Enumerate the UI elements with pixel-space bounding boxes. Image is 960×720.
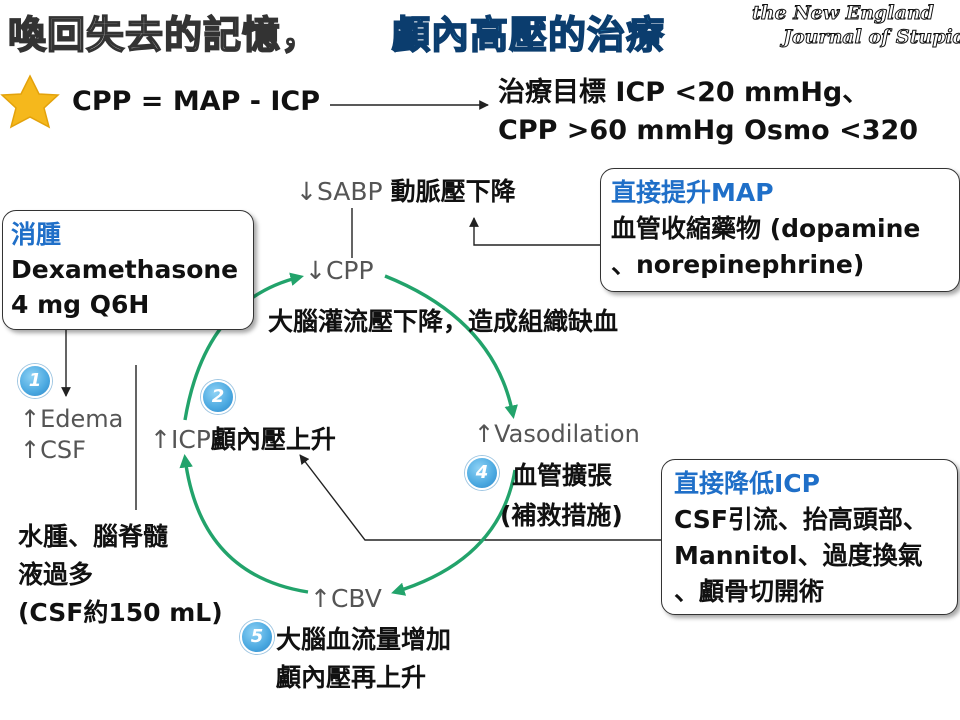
- map-treatment-box: 直接提升MAP 血管收縮藥物 (dopamine 、norepinephrine…: [600, 168, 960, 292]
- cpp-formula: CPP = MAP - ICP: [72, 86, 321, 117]
- brand-line1: the New England: [752, 2, 935, 25]
- causes-line1: 水腫、腦脊髓: [18, 522, 169, 551]
- icp-label: ↑ICP: [150, 425, 211, 454]
- causes-text: 水腫、腦脊髓 液過多 (CSF約150 mL): [18, 518, 223, 632]
- steroid-box-line2: 4 mg Q6H: [11, 290, 150, 319]
- target-line2: CPP >60 mmHg Osmo <320: [498, 115, 919, 146]
- cpp-label: ↓CPP: [305, 256, 374, 285]
- sabp-node: ↓SABP 動脈壓下降: [296, 172, 516, 208]
- vasodilation-text1: 血管擴張: [512, 461, 613, 490]
- step-badge-4: 4: [465, 456, 499, 490]
- cbv-label: ↑CBV: [310, 584, 382, 613]
- cpp-text: 大腦灌流壓下降，造成組織缺血: [268, 307, 619, 336]
- title-part1: 喚回失去的記憶，: [7, 12, 321, 58]
- icp-text: 顱內壓上升: [210, 425, 336, 454]
- icp-box-line1: CSF引流、抬高頭部、: [674, 505, 928, 534]
- causes-line3: (CSF約150 mL): [18, 598, 223, 627]
- edema-label: ↑Edema: [20, 405, 124, 433]
- step-badge-5: 5: [240, 620, 274, 654]
- map-box-heading: 直接提升MAP: [611, 178, 774, 207]
- step-badge-1: 1: [18, 364, 52, 398]
- icp-box-heading: 直接降低ICP: [674, 469, 820, 498]
- vasodilation-label: ↑Vasodilation: [474, 420, 640, 448]
- icp-box-line3: 、顱骨切開術: [674, 577, 825, 606]
- treatment-targets: 治療目標 ICP <20 mmHg、 CPP >60 mmHg Osmo <32…: [498, 74, 918, 150]
- sabp-label: ↓SABP: [296, 177, 383, 206]
- icp-treatment-box: 直接降低ICP CSF引流、抬高頭部、 Mannitol、過度換氣 、顱骨切開術: [661, 459, 958, 615]
- step-badge-2: 2: [201, 380, 235, 414]
- vasodilation-text2: (補救措施): [500, 501, 623, 530]
- map-box-line2: 、norepinephrine): [611, 250, 865, 279]
- cbv-text1: 大腦血流量增加: [276, 625, 452, 654]
- sabp-text: 動脈壓下降: [390, 177, 516, 206]
- icp-box-line2: Mannitol、過度換氣: [674, 541, 923, 570]
- steroid-box-line1: Dexamethasone: [11, 255, 239, 284]
- csf-label: ↑CSF: [20, 436, 86, 464]
- title-part2: 顱內高壓的治療: [391, 12, 666, 58]
- steroid-box: 消腫 Dexamethasone 4 mg Q6H: [2, 210, 254, 330]
- brand-line2: Journal of Stupid: [782, 26, 960, 49]
- target-line1: 治療目標 ICP <20 mmHg、: [498, 77, 870, 108]
- map-box-line1: 血管收縮藥物 (dopamine: [611, 214, 921, 243]
- cbv-text2: 顱內壓再上升: [276, 663, 427, 692]
- causes-line2: 液過多: [18, 560, 94, 589]
- star-icon: [0, 74, 60, 129]
- steroid-box-heading: 消腫: [11, 220, 62, 249]
- icp-node: ↑ICP顱內壓上升: [150, 420, 336, 456]
